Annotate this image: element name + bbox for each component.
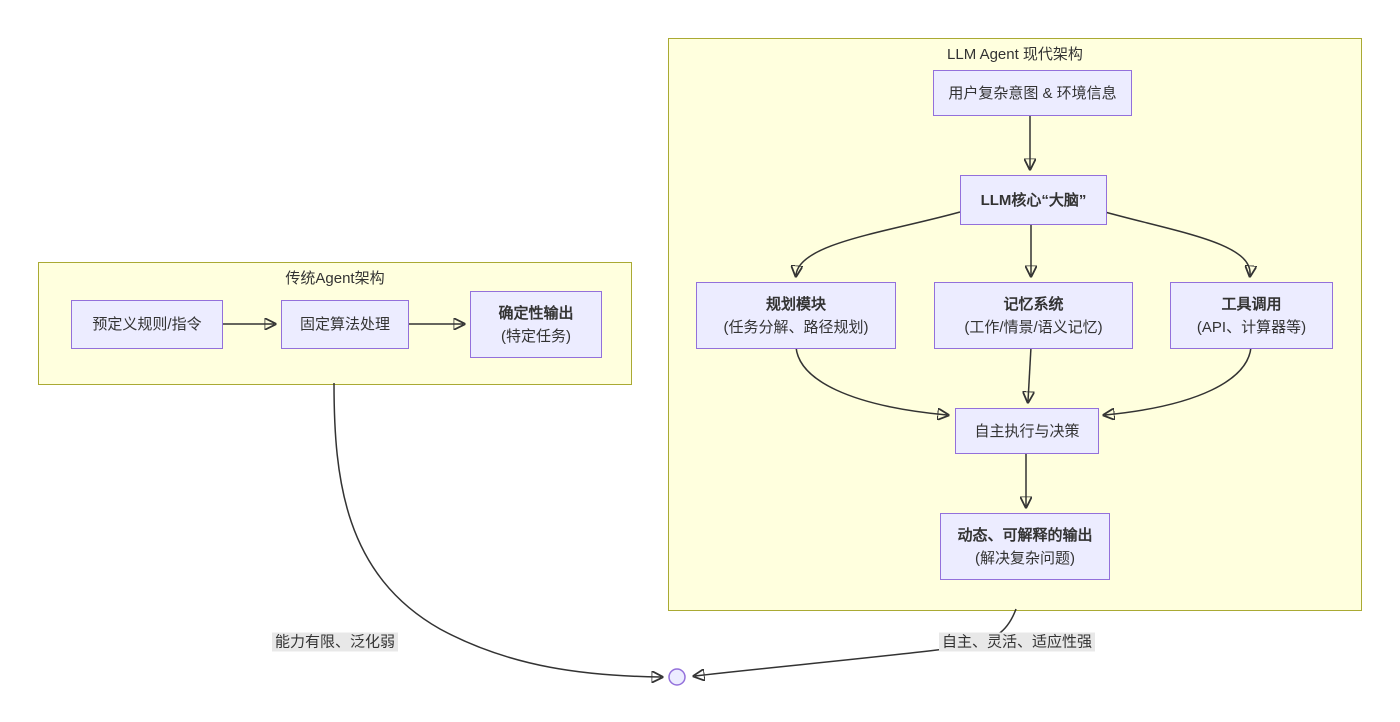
edge-traditional-to-convergence [333,382,661,677]
node-user-input-label: 用户复杂意图 & 环境信息 [948,84,1117,102]
node-llm-core-label: LLM核心“大脑” [980,191,1087,209]
node-dynamic-output-sub: (解决复杂问题) [975,549,1075,567]
edge-label-traditional-weakness: 能力有限、泛化弱 [271,632,399,652]
node-predefined-rules: 预定义规则/指令 [71,300,223,349]
node-tool-calling: 工具调用 (API、计算器等) [1170,282,1333,349]
edge-planning-to-execution [795,346,947,415]
node-autonomous-execution: 自主执行与决策 [955,408,1099,454]
node-planning-module: 规划模块 (任务分解、路径规划) [696,282,896,349]
node-fixed-algorithm: 固定算法处理 [281,300,409,349]
node-predefined-rules-label: 预定义规则/指令 [92,316,202,333]
node-user-input: 用户复杂意图 & 环境信息 [933,70,1132,116]
node-fixed-algorithm-label: 固定算法处理 [299,316,390,333]
node-autonomous-execution-label: 自主执行与决策 [974,422,1080,440]
node-tool-calling-label: 工具调用 [1221,295,1282,313]
node-llm-core: LLM核心“大脑” [960,175,1107,225]
edge-core-to-tools [1104,211,1250,275]
node-tool-calling-sub: (API、计算器等) [1196,318,1307,336]
node-memory-system-sub: (工作/情景/语义记忆) [964,318,1103,336]
cluster-traditional-title: 传统Agent架构 [285,270,385,287]
node-deterministic-output: 确定性输出 (特定任务) [470,291,602,358]
node-planning-module-label: 规划模块 [765,295,826,313]
edge-memory-to-execution [1028,346,1031,401]
node-dynamic-output: 动态、可解释的输出 (解决复杂问题) [940,513,1110,580]
node-planning-module-sub: (任务分解、路径规划) [723,318,869,336]
edge-core-to-planning [796,211,961,275]
convergence-point-node [668,668,686,686]
node-deterministic-output-label: 确定性输出 [498,304,574,322]
cluster-modern-title: LLM Agent 现代架构 [947,46,1083,63]
edge-tools-to-execution [1105,346,1252,415]
node-memory-system: 记忆系统 (工作/情景/语义记忆) [934,282,1133,349]
node-deterministic-output-sub: (特定任务) [501,327,571,345]
edge-modern-to-convergence [695,608,1017,676]
node-memory-system-label: 记忆系统 [1003,295,1064,313]
edge-label-modern-strength: 自主、灵活、适应性强 [938,632,1096,652]
node-dynamic-output-label: 动态、可解释的输出 [957,526,1093,544]
